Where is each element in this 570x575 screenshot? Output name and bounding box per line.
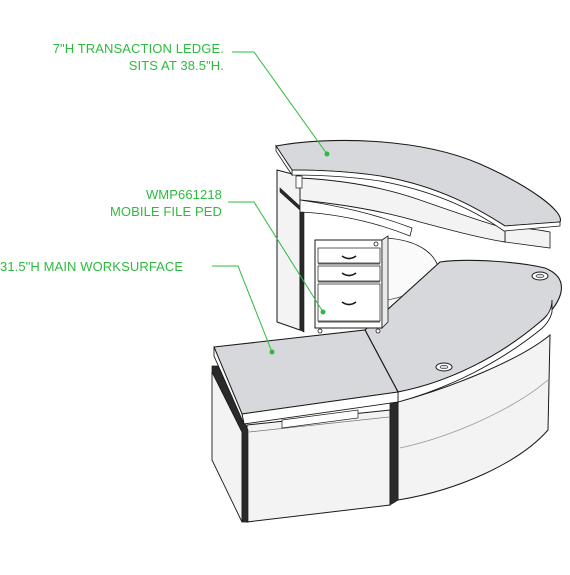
back-left-panel — [276, 169, 301, 331]
return-end-panel — [211, 371, 243, 523]
return-modesty-recess — [281, 409, 359, 429]
callout-mobile-file-ped: WMP661218 MOBILE FILE PED — [40, 186, 222, 220]
callout-line: WMP661218 — [145, 187, 222, 202]
callout-transaction-ledge: 7"H TRANSACTION LEDGE. SITS AT 38.5"H. — [18, 40, 224, 74]
worksurface-edge — [397, 299, 553, 403]
callout-line: 31.5"H MAIN WORKSURFACE — [0, 259, 184, 274]
return-front-panel — [246, 409, 391, 523]
leader-dot-ledge — [324, 151, 330, 157]
callout-line: MOBILE FILE PED — [109, 204, 222, 219]
drawer-handle-icon — [341, 301, 357, 306]
curved-panel-seam — [399, 379, 549, 449]
back-riser — [299, 177, 506, 243]
leader-dot-work — [269, 349, 275, 355]
leader-line-ped — [228, 201, 324, 313]
drawer-face — [317, 265, 381, 282]
center-leg — [389, 399, 399, 506]
return-worksurface-end — [213, 346, 245, 425]
leader-line-work — [212, 265, 273, 353]
callout-line: SITS AT 38.5"H. — [128, 58, 224, 73]
file-pedestal-side — [381, 235, 389, 329]
leader-line-ledge — [232, 51, 328, 155]
pedestal-lock-icon — [373, 241, 379, 247]
transaction-ledge-edge — [291, 169, 561, 232]
drawer-handle-icon — [341, 272, 357, 277]
grommet-inner-icon — [439, 364, 449, 370]
callout-main-worksurface: 31.5"H MAIN WORKSURFACE — [0, 258, 206, 275]
curved-front-panel — [397, 333, 551, 501]
ledge-end-cap — [275, 144, 293, 177]
caster-icon — [317, 328, 323, 334]
return-panel-seam — [248, 416, 390, 433]
ledge-bracket — [295, 175, 303, 189]
drawer-handle-icon — [341, 255, 357, 260]
grommet-inner-icon — [535, 273, 545, 279]
drawer-face — [317, 283, 381, 322]
caster-icon — [375, 328, 381, 334]
callout-line: 7"H TRANSACTION LEDGE. — [52, 41, 224, 56]
leader-dot-ped — [320, 309, 326, 315]
drawer-face — [317, 247, 381, 264]
riser-top-band — [299, 199, 413, 237]
